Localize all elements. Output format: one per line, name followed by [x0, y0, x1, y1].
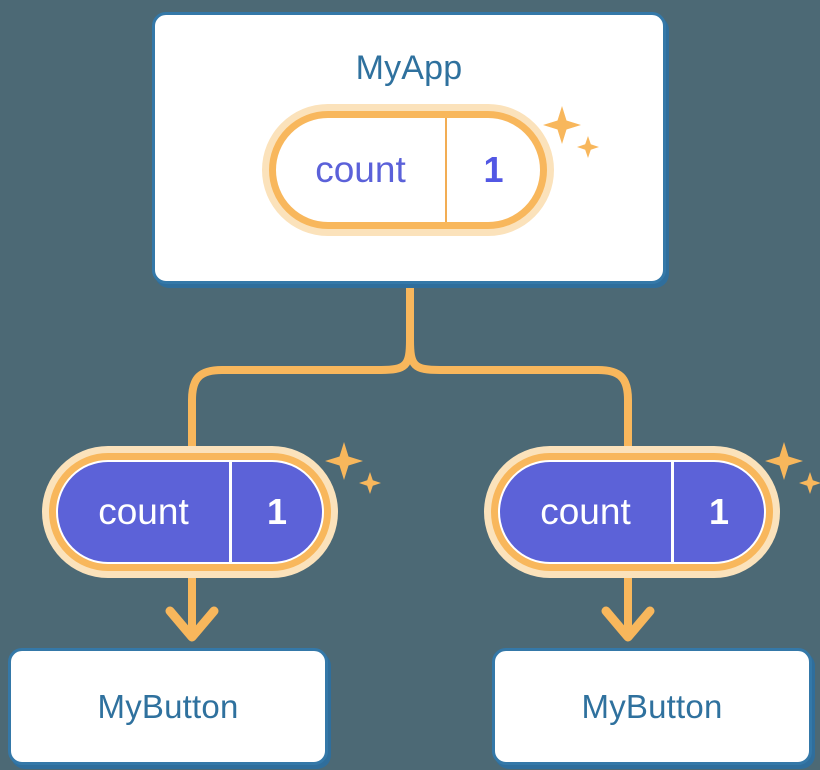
button-component-title: MyButton — [97, 687, 239, 725]
state-pill-body: count 1 — [49, 453, 331, 571]
connector-fork-left — [188, 336, 414, 456]
state-key-label: count — [500, 462, 674, 562]
state-pill-root[interactable]: count 1 — [262, 104, 554, 236]
state-pill-halo: count 1 — [42, 446, 338, 578]
state-pill-body: count 1 — [491, 453, 773, 571]
state-value-label: 1 — [266, 491, 288, 532]
state-key-label: count — [276, 118, 447, 222]
button-component-card-left[interactable]: MyButton — [8, 648, 328, 765]
state-pill-halo: count 1 — [484, 446, 780, 578]
state-value-label: 1 — [483, 149, 504, 190]
state-pill-fill: count 1 — [58, 462, 322, 562]
state-pill-left[interactable]: count 1 — [42, 446, 338, 578]
page-title: MyApp — [355, 49, 463, 87]
button-component-title: MyButton — [581, 687, 723, 725]
state-pill-halo: count 1 — [262, 104, 554, 236]
button-component-card-right[interactable]: MyButton — [492, 648, 812, 765]
state-key-label: count — [58, 462, 232, 562]
connector-fork-right — [406, 336, 632, 456]
connector-right-arrow-head — [601, 606, 655, 642]
connector-left-arrow-head — [165, 606, 219, 642]
state-value-label: 1 — [708, 491, 730, 532]
state-pill-right[interactable]: count 1 — [484, 446, 780, 578]
state-pill-fill: count 1 — [500, 462, 764, 562]
state-pill-body: count 1 — [269, 111, 547, 229]
